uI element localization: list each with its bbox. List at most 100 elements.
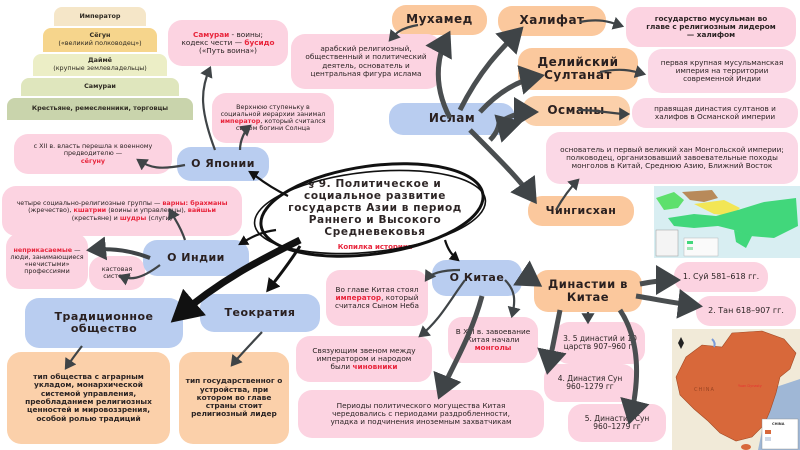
theocracy-desc-box: тип государственног о устройства, при ко… — [179, 352, 289, 444]
japan-emperor-box: Верхнюю ступеньку в социальной иерархии … — [212, 93, 334, 143]
untouchables-box: неприкасаемые — люди, занимающиеся «нечи… — [6, 233, 88, 289]
bushido-term: бусидо — [244, 37, 275, 47]
title-text: § 9. Политическое и социальное развитие … — [288, 178, 462, 238]
brand-label: Копилка историка — [337, 242, 413, 251]
node-genghis[interactable]: Чингисхан — [528, 196, 634, 226]
muhammad-desc-box: арабский религиозный, общественный и пол… — [291, 34, 441, 89]
dynasty-song2-text: 5. Династия Сун 960–1279 гг — [584, 413, 650, 431]
node-dynasties-label: Династии в Китае — [548, 277, 628, 304]
pyramid-sublabel: (крупные землевладельцы) — [53, 64, 147, 72]
node-japan[interactable]: О Японии — [177, 147, 269, 181]
samurai-text: («Путь воина») — [198, 46, 258, 56]
varnas-text: (слуги) — [146, 213, 173, 222]
pyramid-level-samurai: Самураи — [21, 78, 179, 96]
node-theocracy[interactable]: Теократия — [200, 294, 320, 332]
node-japan-label: О Японии — [191, 156, 255, 170]
node-ottomans-label: Османы — [547, 103, 605, 118]
node-china-dynasties[interactable]: Династии в Китае — [534, 270, 642, 312]
emperor-text: , который считался сыном богини Солнца — [235, 117, 326, 133]
pyramid-level-shogun: Сёгун («великий полководец») — [43, 28, 157, 52]
shogun-box: с XII в. власть перешла к военному предв… — [14, 134, 172, 174]
mongols-text: В XIII в. завоевание Китая начали — [455, 326, 531, 344]
varna-kshatriyas: кшатрии — [73, 206, 107, 215]
node-ottomans[interactable]: Османы — [522, 96, 630, 126]
central-title: § 9. Политическое и социальное развитие … — [275, 178, 475, 251]
pyramid-label: Сёгун — [89, 31, 111, 40]
node-muhammad[interactable]: Мухамед — [392, 5, 487, 35]
caste-box: кастовая система — [89, 256, 145, 290]
samurai-box: Самураи - воины; кодекс чести — бусидо (… — [168, 20, 288, 66]
china-map-dynasty: Yuan Dynasty — [738, 384, 762, 388]
dynasty-song-2: 5. Династия Сун 960–1279 гг — [568, 404, 666, 442]
varna-brahmins: варны: брахманы — [162, 199, 228, 208]
varnas-text: (воины и управленцы), — [106, 206, 188, 215]
node-theocracy-label: Теократия — [224, 305, 296, 319]
genghis-desc-box: основатель и первый великий хан Монгольс… — [546, 132, 798, 184]
china-emperor-term: император — [335, 292, 382, 302]
ottomans-desc-box: правящая династия султанов и халифов в О… — [632, 98, 798, 128]
ottomans-desc: правящая династия султанов и халифов в О… — [654, 103, 776, 121]
caliphate-map — [654, 186, 800, 258]
varnas-text: четыре социально-религиозные группы — — [16, 199, 163, 208]
dynasty-tang: 2. Тан 618–907 гг. — [696, 296, 796, 326]
dynasty-sui: 1. Суй 581–618 гг. — [674, 262, 768, 292]
dynasty-five: 3. 5 династий и 10 царств 907–960 гг — [555, 322, 645, 364]
untouchables-term: неприкасаемые — [13, 245, 73, 254]
varnas-box: четыре социально-религиозные группы — ва… — [2, 186, 242, 236]
pyramid-level-peasants: Крестьяне, ремесленники, торговцы — [7, 98, 193, 120]
pyramid-label: Император — [79, 11, 121, 20]
china-map-label: CHINA — [694, 387, 715, 393]
node-traditional-society[interactable]: Традиционное общество — [25, 298, 183, 348]
shogun-term: сёгуну — [80, 156, 106, 165]
china-map-legend-title: CHINA — [772, 422, 785, 426]
caste-text: кастовая система — [101, 264, 133, 280]
dynasty-song-1: 4. Династия Сун 960–1279 гг — [544, 364, 636, 402]
china-map: CHINA Yuan Dynasty CHINA — [672, 329, 800, 450]
pyramid-label: Самураи — [84, 82, 116, 91]
node-delhi-label: Делийский Султанат — [537, 54, 619, 82]
node-china[interactable]: О Китае — [432, 260, 522, 296]
node-islam-label: Ислам — [428, 111, 476, 126]
dynasty-sui-text: 1. Суй 581–618 гг. — [682, 271, 760, 281]
samurai-term: Самураи — [192, 29, 230, 39]
dynasty-five-text: 3. 5 династий и 10 царств 907–960 гг — [563, 333, 637, 351]
muhammad-desc: арабский религиозный, общественный и пол… — [305, 44, 427, 78]
traditional-desc-box: тип общества с аграрным укладом, монархи… — [7, 352, 170, 444]
china-periods-box: Периоды политического могущества Китая ч… — [298, 390, 544, 438]
node-china-label: О Китае — [449, 270, 505, 284]
node-islam[interactable]: Ислам — [389, 103, 515, 135]
dynasty-song1-text: 4. Династия Сун 960–1279 гг — [557, 373, 623, 391]
node-muhammad-label: Мухамед — [406, 12, 473, 27]
caliphate-desc-box: государство мусульман во главе с религио… — [626, 7, 796, 47]
pyramid-level-emperor: Император — [54, 7, 146, 26]
node-caliphate-label: Халифат — [519, 13, 585, 28]
varnas-text: (крестьяне) и — [71, 213, 120, 222]
china-emperor-box: Во главе Китая стоял император, который … — [326, 270, 428, 326]
node-india[interactable]: О Индии — [143, 240, 249, 276]
mongols-term: монголы — [474, 343, 512, 353]
officials-term: чиновники — [352, 362, 398, 372]
dynasty-tang-text: 2. Тан 618–907 гг. — [708, 305, 784, 315]
node-india-label: О Индии — [167, 250, 225, 264]
samurai-text: - воины; — [229, 29, 264, 39]
samurai-text: кодекс чести — — [181, 37, 245, 47]
node-caliphate[interactable]: Халифат — [498, 6, 606, 36]
untouchables-text: — люди, занимающиеся «нечистыми» професс… — [10, 245, 84, 276]
emperor-text: Верхнюю ступеньку в социальной иерархии … — [220, 102, 326, 118]
traditional-desc: тип общества с аграрным укладом, монархи… — [25, 372, 152, 423]
node-delhi-sultanate[interactable]: Делийский Султанат — [518, 48, 638, 90]
compass-icon — [678, 337, 684, 349]
genghis-desc: основатель и первый великий хан Монгольс… — [560, 144, 784, 171]
officials-box: Связующим звеном между императором и нар… — [296, 336, 432, 382]
china-emperor-text: Во главе Китая стоял — [335, 284, 419, 294]
delhi-desc-box: первая крупная мусульманская империя на … — [648, 49, 796, 93]
shogun-text: с XII в. власть перешла к военному предв… — [33, 142, 153, 158]
emperor-term: император — [220, 117, 261, 125]
node-genghis-label: Чингисхан — [545, 203, 617, 217]
node-traditional-label: Традиционное общество — [54, 309, 154, 335]
delhi-desc: первая крупная мусульманская империя на … — [660, 57, 784, 84]
china-periods-text: Периоды политического могущества Китая ч… — [330, 400, 512, 427]
varnas-text: (жречество), — [28, 206, 74, 215]
theocracy-desc: тип государственног о устройства, при ко… — [185, 376, 283, 419]
caliphate-desc: государство мусульман во главе с религио… — [646, 13, 776, 40]
